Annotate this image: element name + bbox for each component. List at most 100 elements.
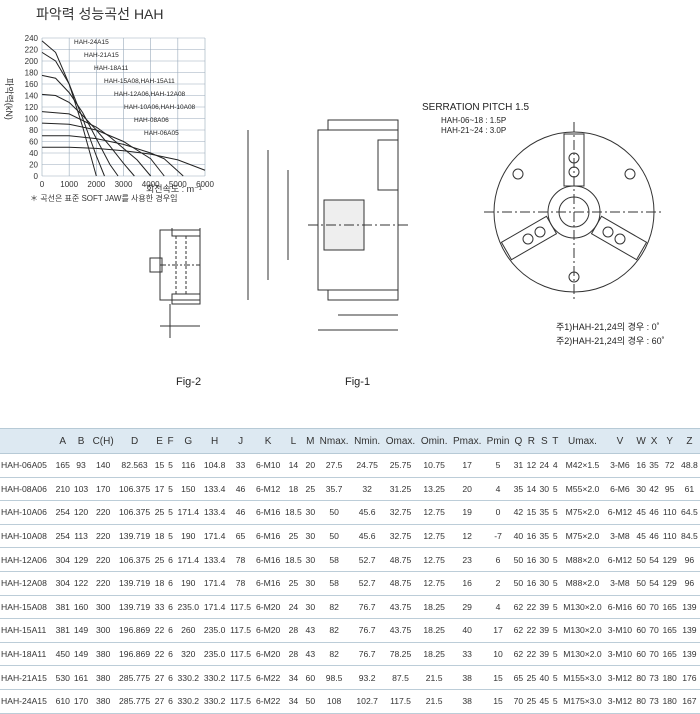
value-cell: 5 (550, 524, 560, 549)
value-cell: 18 (282, 477, 304, 502)
value-cell: 70 (647, 595, 661, 620)
value-cell: 46 (647, 500, 661, 525)
value-cell: 3-M8 (605, 524, 635, 549)
column-header: Nmax. (316, 428, 352, 454)
value-cell: 48.8 (678, 453, 700, 478)
value-cell: 46 (647, 524, 661, 549)
model-cell: HAH-21A15 (0, 665, 54, 690)
value-cell: 38 (450, 689, 485, 714)
value-cell: 25 (282, 571, 304, 596)
value-cell: M42×1.5 (559, 453, 606, 478)
y-tick-label: 0 (34, 172, 39, 181)
value-cell: 35 (537, 524, 551, 549)
value-cell: 139 (678, 642, 700, 667)
value-cell: 5 (550, 618, 560, 643)
value-cell: 235.0 (201, 642, 228, 667)
y-tick-label: 160 (25, 80, 39, 89)
value-cell: 18.25 (418, 618, 451, 643)
value-cell: 285.775 (116, 665, 154, 690)
value-cell: 180 (660, 689, 679, 714)
x-tick-label: 4000 (142, 180, 160, 189)
pitch-label-2: HAH-21~24 : 3.0P (441, 126, 507, 135)
value-cell: 5 (550, 477, 560, 502)
value-cell: 117.5 (227, 665, 254, 690)
y-tick-label: 140 (25, 92, 39, 101)
value-cell: 5 (166, 477, 176, 502)
value-cell: 133.4 (201, 547, 228, 572)
value-cell: 60 (634, 595, 648, 620)
y-tick-label: 120 (25, 103, 39, 112)
column-header: F (166, 428, 176, 454)
value-cell: 76.7 (351, 618, 383, 643)
value-cell: 82 (316, 595, 352, 620)
value-cell: 381 (53, 595, 72, 620)
value-cell: 5 (550, 595, 560, 620)
value-cell: 21.5 (418, 689, 451, 714)
value-cell: 104.8 (201, 453, 228, 478)
value-cell: 171.4 (175, 500, 202, 525)
value-cell: 14 (282, 453, 304, 478)
value-cell: 22 (153, 618, 167, 643)
series-line (41, 93, 135, 177)
value-cell: 380 (90, 665, 117, 690)
value-cell: 23 (450, 547, 485, 572)
value-cell: 54 (647, 571, 661, 596)
value-cell: 235.0 (175, 595, 202, 620)
value-cell: 165 (660, 642, 679, 667)
value-cell: 48.75 (382, 547, 419, 572)
value-cell: 176 (678, 665, 700, 690)
series-line (41, 111, 152, 177)
value-cell: -7 (484, 524, 512, 549)
value-cell: 117.5 (227, 618, 254, 643)
value-cell: 65 (227, 524, 254, 549)
value-cell: 140 (90, 453, 117, 478)
value-cell: 330.2 (175, 665, 202, 690)
value-cell: 62 (511, 595, 525, 620)
value-cell: 30 (303, 500, 317, 525)
model-cell: HAH-24A15 (0, 689, 54, 714)
series-label: HAH-06A05 (144, 130, 179, 137)
value-cell: 31 (511, 453, 525, 478)
value-cell: 6-M12 (605, 500, 635, 525)
value-cell: 6-M20 (253, 618, 283, 643)
value-cell: 50 (303, 689, 317, 714)
value-cell: 50 (316, 524, 352, 549)
value-cell: 165 (53, 453, 72, 478)
chart-note: ＊ 곡선은 표준 SOFT JAW를 사용한 경우임 (30, 194, 178, 203)
value-cell: 0 (484, 500, 512, 525)
value-cell: 4 (550, 453, 560, 478)
value-cell: 330.2 (201, 689, 228, 714)
value-cell: 61 (678, 477, 700, 502)
column-header: H (201, 428, 228, 454)
value-cell: 149 (71, 618, 91, 643)
model-cell: HAH-12A08 (0, 571, 54, 596)
value-cell: 45 (634, 524, 648, 549)
column-header: K (253, 428, 283, 454)
column-header: M (303, 428, 317, 454)
value-cell: 196.869 (116, 618, 154, 643)
value-cell: 13.25 (418, 477, 451, 502)
value-cell: 32.75 (382, 524, 419, 549)
model-cell: HAH-10A08 (0, 524, 54, 549)
y-tick-label: 60 (29, 138, 38, 147)
value-cell: 39 (537, 595, 551, 620)
value-cell: 18 (153, 524, 167, 549)
value-cell: 5 (550, 642, 560, 667)
value-cell: 10.75 (418, 453, 451, 478)
y-tick-label: 180 (25, 69, 39, 78)
model-cell: HAH-12A06 (0, 547, 54, 572)
value-cell: 116 (175, 453, 202, 478)
column-header: Omin. (418, 428, 451, 454)
value-cell: 180 (660, 665, 679, 690)
series-line (42, 135, 184, 177)
value-cell: 62 (511, 618, 525, 643)
series-label: HAH-21A15 (84, 52, 119, 59)
value-cell: 3-M10 (605, 618, 635, 643)
value-cell: 35 (647, 453, 661, 478)
value-cell: 18.5 (282, 500, 304, 525)
value-cell: 161 (71, 665, 91, 690)
section-title: 파악력 성능곡선 HAH (36, 6, 164, 22)
value-cell: 133.4 (201, 500, 228, 525)
